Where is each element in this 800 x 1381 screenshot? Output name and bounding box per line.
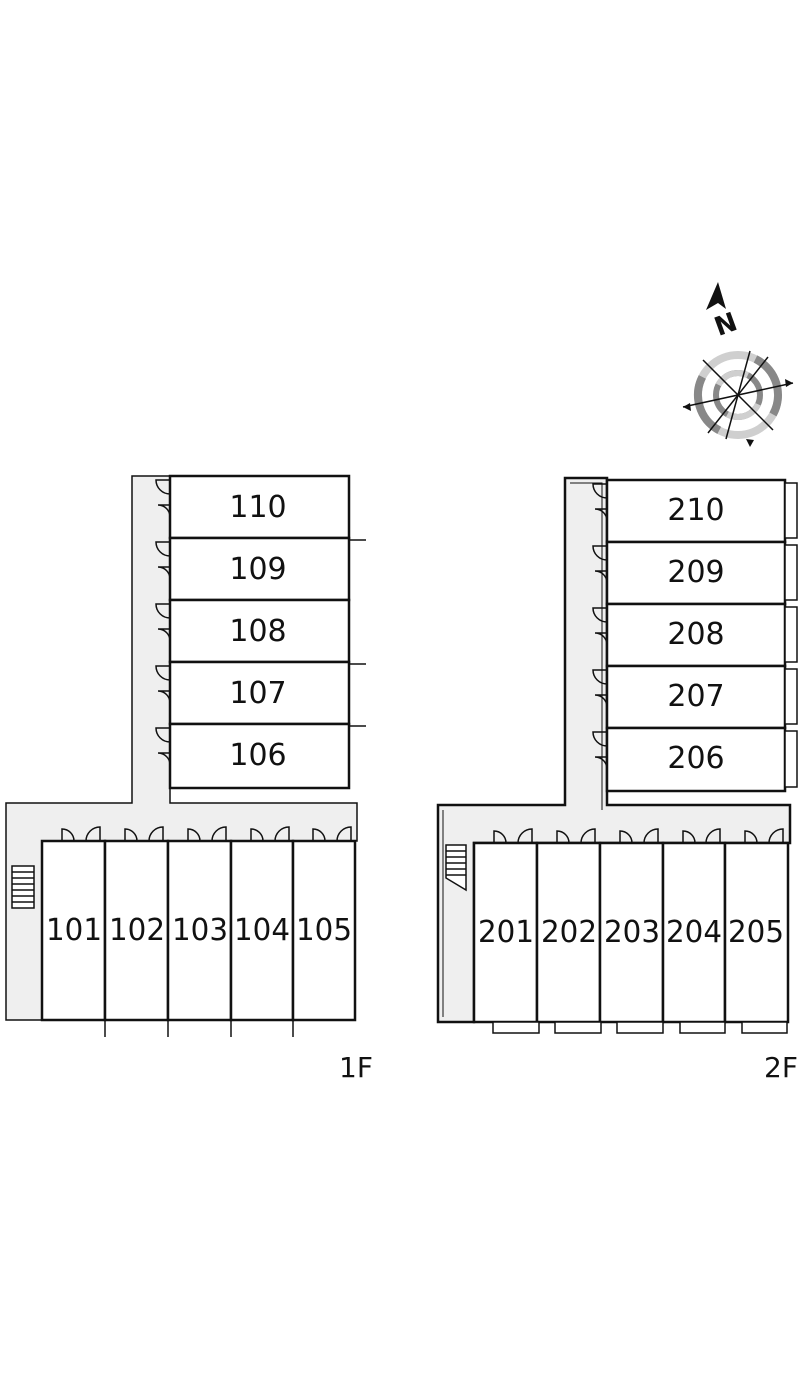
north-label: N [711,307,742,343]
floor-label: 2F [764,1051,798,1084]
unit-label: 203 [604,915,660,950]
door-icon [592,483,608,522]
north-arrow-icon [706,282,726,310]
stairs-icon [11,865,35,909]
door-icon [155,603,171,642]
door-icon [155,727,171,766]
doors-lower-2f [493,828,784,844]
unit-label: 209 [667,555,724,590]
door-icon [556,828,596,844]
unit-label: 202 [541,915,597,950]
unit-203-room [598,841,665,1024]
unit-label: 205 [728,915,784,950]
balcony [741,1021,788,1034]
unit-label: 208 [667,617,724,652]
unit-206-room [605,726,787,793]
unit-label: 106 [229,738,286,773]
door-icon [592,545,608,584]
door-icon [155,665,171,704]
unit-label: 210 [667,493,724,528]
door-icon [744,828,784,844]
balcony [784,668,798,725]
door-icon [61,826,101,842]
balcony [492,1021,540,1034]
door-icon [187,826,227,842]
unit-label: 104 [234,913,290,948]
unit-label: 108 [229,614,286,649]
door-icon [155,541,171,580]
unit-103-room [166,839,233,1022]
unit-106-room [168,722,351,790]
doors-lower-1f [61,826,352,842]
unit-108-room [168,598,351,664]
unit-107-room [168,660,351,726]
floor-label: 1F [339,1051,373,1084]
balcony [616,1021,664,1034]
door-icon [592,607,608,646]
floor-2-walkway-inner-edge [442,482,603,1017]
door-icon [250,826,290,842]
unit-label: 101 [46,913,102,948]
balcony [784,606,798,663]
unit-label: 201 [478,915,534,950]
unit-label: 207 [667,679,724,714]
unit-102-room [103,839,170,1022]
doors-upper-2f [592,483,608,770]
unit-label: 105 [296,913,352,948]
balcony [554,1021,602,1034]
balconies-upper-2f [784,482,798,788]
compass-rose-icon: N [682,282,794,447]
door-icon [619,828,659,844]
unit-204-room [661,841,727,1024]
door-icon [682,828,721,844]
unit-105-room [291,839,357,1022]
doors-upper-1f [155,479,171,766]
unit-label: 206 [667,741,724,776]
stairs-icon [445,844,467,892]
door-icon [592,669,608,708]
door-icon [155,479,171,518]
unit-101-room [40,839,107,1022]
unit-label: 109 [229,552,286,587]
balcony [784,544,798,601]
balconies-lower-2f [492,1021,788,1034]
balcony [784,482,798,539]
balcony [784,730,798,788]
unit-label: 107 [229,676,286,711]
door-icon [124,826,164,842]
unit-label: 204 [666,915,722,950]
unit-label: 110 [229,490,286,525]
door-icon [493,828,533,844]
floor-2-plan: 210 209 208 207 206 201 202 203 204 205 … [436,476,798,1084]
floor-1-plan: 110 109 108 107 106 101 102 103 104 105 … [5,474,373,1084]
unit-104-room [229,839,295,1022]
unit-205-room [723,841,790,1024]
balcony [679,1021,726,1034]
door-icon [312,826,352,842]
unit-label: 103 [172,913,228,948]
unit-label: 102 [109,913,165,948]
door-icon [592,731,608,770]
